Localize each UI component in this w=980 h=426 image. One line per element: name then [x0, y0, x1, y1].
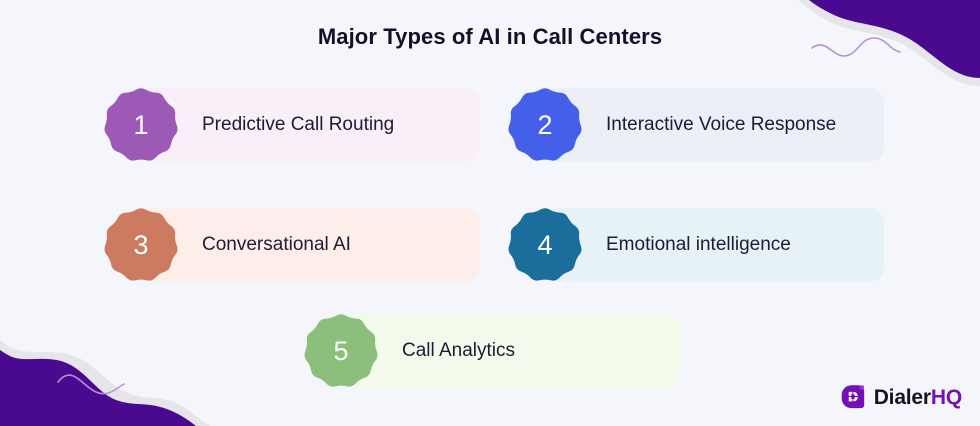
- type-card-1[interactable]: 1 Predictive Call Routing: [102, 86, 480, 164]
- type-card-3[interactable]: 3 Conversational AI: [102, 206, 480, 284]
- scallop-shape-icon: [508, 208, 582, 281]
- type-card-4[interactable]: 4 Emotional intelligence: [506, 206, 884, 284]
- card-pill-background-1: [140, 88, 480, 162]
- wave-squiggle-line: [57, 374, 125, 395]
- badge-number-4: 4: [537, 229, 553, 260]
- brand-name-accent: HQ: [930, 385, 962, 409]
- badge-number-3: 3: [133, 229, 149, 260]
- wave-shadow-shape: [0, 340, 210, 426]
- decorative-wave-bottom-left: [0, 340, 210, 426]
- brand-name-primary: Dialer: [873, 385, 931, 409]
- scallop-badge-5: 5: [302, 312, 380, 390]
- card-label-5: Call Analytics: [402, 340, 515, 361]
- brand-logo[interactable]: DialerHQ: [837, 382, 962, 412]
- badge-number-1: 1: [133, 109, 149, 140]
- logo-letter-d: [848, 391, 858, 402]
- card-label-3: Conversational AI: [202, 234, 351, 255]
- badge-number-5: 5: [333, 335, 349, 366]
- logo-grid-line-h: [848, 395, 858, 397]
- type-card-2[interactable]: 2 Interactive Voice Response: [506, 86, 884, 164]
- scallop-shape-icon: [304, 314, 378, 387]
- badge-number-2: 2: [537, 109, 553, 140]
- scallop-badge-4: 4: [506, 206, 584, 284]
- logo-corner-square: [859, 385, 864, 390]
- scallop-shape-icon: [104, 208, 178, 281]
- card-label-4: Emotional intelligence: [606, 234, 791, 255]
- card-label-2: Interactive Voice Response: [606, 114, 837, 135]
- brand-name: DialerHQ: [874, 387, 962, 408]
- scallop-badge-2: 2: [506, 86, 584, 164]
- page-title: Major Types of AI in Call Centers: [317, 24, 663, 49]
- scallop-shape-icon: [508, 88, 582, 161]
- scallop-badge-3: 3: [102, 206, 180, 284]
- wave-purple-shape: [0, 350, 196, 426]
- card-pill-background-2: [544, 88, 884, 162]
- card-pill-background-3: [140, 208, 480, 282]
- card-label-1: Predictive Call Routing: [202, 114, 395, 135]
- type-card-5[interactable]: 5 Call Analytics: [302, 312, 680, 390]
- scallop-shape-icon: [104, 88, 178, 161]
- card-pill-background-5: [340, 314, 680, 388]
- dialerhq-mark-icon: [841, 385, 864, 409]
- card-pill-background-4: [544, 208, 884, 282]
- scallop-badge-1: 1: [102, 86, 180, 164]
